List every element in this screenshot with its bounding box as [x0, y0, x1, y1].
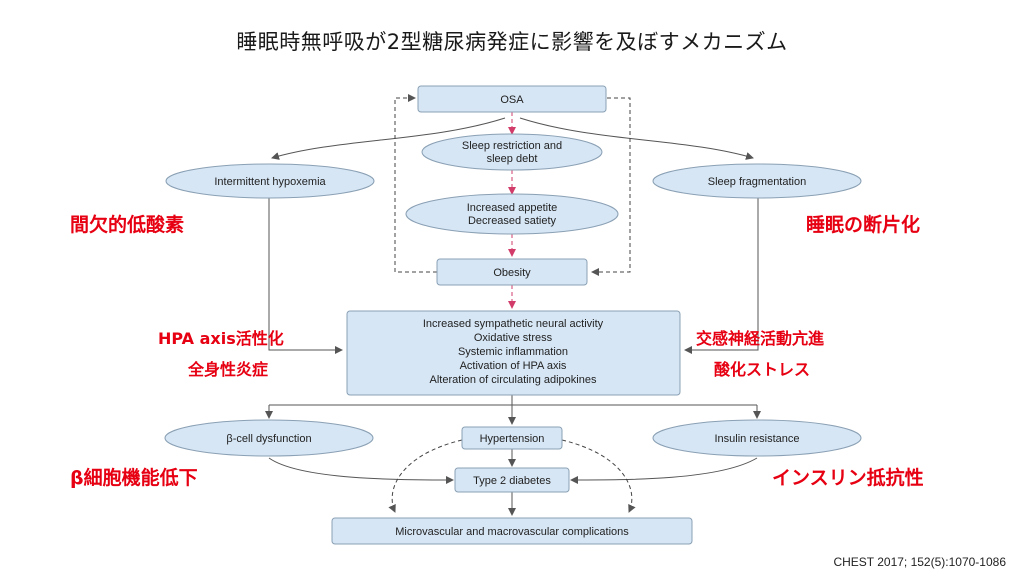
annotation-hypoxemia: 間欠的低酸素 — [70, 214, 185, 236]
arrow-beta-to-t2d — [268, 457, 454, 484]
label-osa: OSA — [500, 94, 524, 106]
node-sleep-restriction — [421, 133, 603, 171]
label-insulin: Insulin resistance — [715, 433, 800, 445]
annotation-insulin: インスリン抵抗性 — [772, 467, 924, 489]
label-complications: Microvascular and macrovascular complica… — [395, 526, 629, 538]
annotation-beta-cell: β細胞機能低下 — [70, 467, 198, 489]
label-central-2: Oxidative stress — [474, 332, 553, 344]
label-central-4: Activation of HPA axis — [460, 360, 567, 372]
node-central — [346, 310, 681, 396]
annotation-sympathetic: 交感神経活動亢進 — [696, 329, 825, 348]
node-beta-cell — [164, 419, 374, 457]
label-hypoxemia: Intermittent hypoxemia — [214, 176, 326, 188]
node-insulin — [652, 419, 862, 457]
arrow-osa-to-hypoxemia — [271, 117, 506, 160]
label-appetite-1: Increased appetite — [467, 202, 558, 214]
arrow-fragmentation-to-central — [684, 196, 759, 354]
label-sleep-restriction-1: Sleep restriction and — [462, 140, 562, 152]
dashed-obesity-to-osa-left — [394, 94, 437, 273]
citation: CHEST 2017; 152(5):1070-1086 — [833, 555, 1006, 569]
node-complications — [331, 517, 693, 545]
label-central-5: Alteration of circulating adipokines — [430, 374, 597, 386]
node-osa — [417, 85, 607, 113]
label-obesity: Obesity — [493, 267, 531, 279]
label-central-3: Systemic inflammation — [458, 346, 568, 358]
label-hypertension: Hypertension — [480, 433, 545, 445]
label-type2: Type 2 diabetes — [473, 475, 551, 487]
annotation-fragmentation: 睡眠の断片化 — [806, 214, 921, 236]
node-fragmentation — [652, 163, 862, 199]
arrow-insulin-to-t2d — [570, 457, 758, 484]
node-obesity — [436, 258, 588, 286]
dashed-osa-to-obesity-right — [591, 97, 631, 276]
annotation-inflammation: 全身性炎症 — [188, 360, 269, 379]
label-central-1: Increased sympathetic neural activity — [423, 318, 604, 330]
page-title: 睡眠時無呼吸が2型糖尿病発症に影響を及ぼすメカニズム — [236, 30, 788, 54]
node-hypoxemia — [165, 163, 375, 199]
node-type2 — [454, 467, 570, 493]
arrow-hypoxemia-to-central — [268, 196, 343, 354]
arrow-osa-to-fragmentation — [519, 117, 754, 160]
label-fragmentation: Sleep fragmentation — [708, 176, 806, 188]
label-appetite-2: Decreased satiety — [468, 215, 557, 227]
label-beta-cell: β-cell dysfunction — [226, 433, 311, 445]
label-sleep-restriction-2: sleep debt — [487, 153, 538, 165]
node-appetite — [405, 193, 619, 235]
dashed-hypertension-to-complications-right — [561, 439, 636, 513]
dashed-hypertension-to-complications — [388, 439, 463, 513]
annotation-hpa: HPA axis活性化 — [158, 329, 284, 348]
node-hypertension — [461, 426, 563, 450]
annotation-oxidative: 酸化ストレス — [714, 360, 811, 379]
